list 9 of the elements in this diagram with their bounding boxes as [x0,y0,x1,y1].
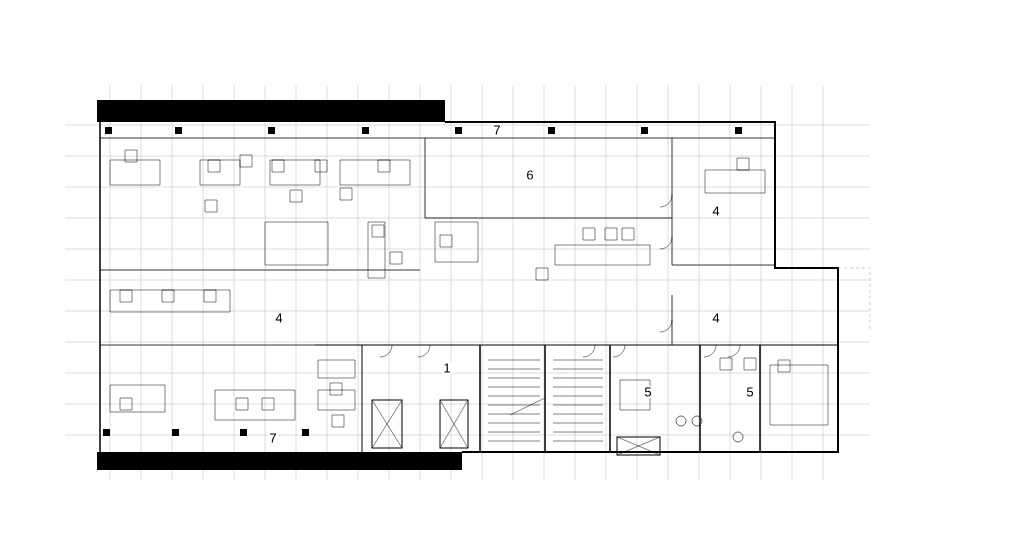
room-number: 1 [441,362,453,374]
room-number: 7 [267,432,279,444]
room-number: 4 [710,205,722,217]
room-number: 6 [524,168,536,182]
room-number: 5 [642,385,654,399]
room-number: 5 [744,385,756,399]
room-number: 7 [491,124,503,136]
room-number: 4 [710,312,722,324]
room-number: 4 [273,312,285,324]
